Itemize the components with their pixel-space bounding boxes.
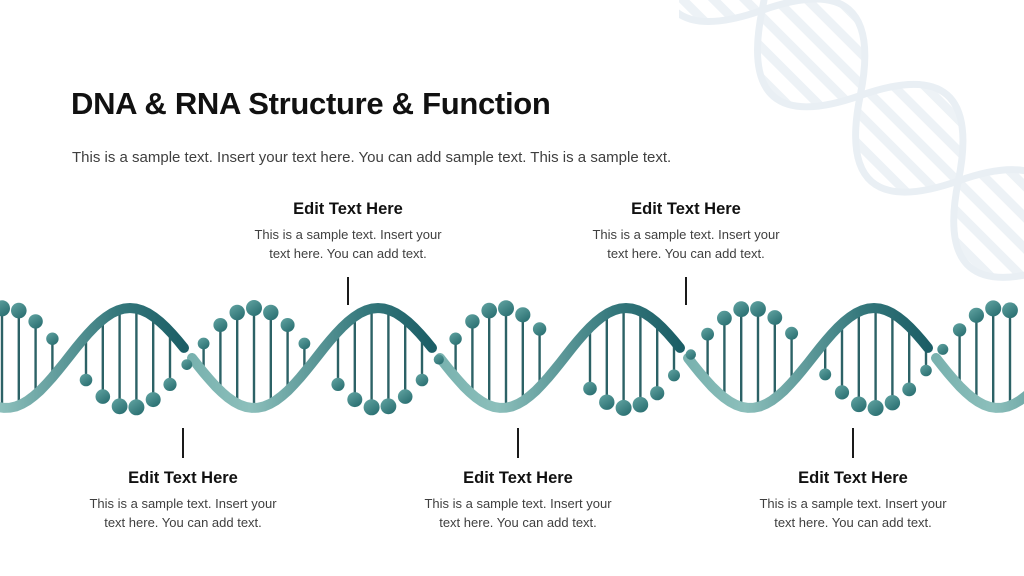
- nucleotide-dot: [415, 373, 429, 387]
- callout-body: This is a sample text. Insert your text …: [728, 494, 978, 532]
- nucleotide-dot: [851, 396, 867, 413]
- nucleotide-dot: [10, 302, 27, 319]
- nucleotide-dot: [263, 304, 279, 321]
- nucleotide-dot: [433, 354, 444, 365]
- nucleotide-dot: [481, 302, 498, 319]
- watermark-helix-segment: [852, 80, 967, 196]
- nucleotide-dot: [79, 373, 93, 387]
- callout-body-line: This is a sample text. Insert your: [254, 227, 442, 242]
- nucleotide-dot: [331, 377, 345, 391]
- callout-body-line: text here. You can add text.: [607, 246, 765, 261]
- nucleotide-dot: [599, 394, 615, 410]
- callout-body-line: text here. You can add text.: [439, 515, 597, 530]
- nucleotide-dot: [181, 359, 193, 370]
- callout-bottom-1: Edit Text Here This is a sample text. In…: [58, 428, 308, 532]
- nucleotide-dots: [0, 300, 1018, 416]
- callout-connector-line: [852, 428, 854, 458]
- dna-strand-segment: [0, 302, 189, 413]
- callout-top-1: Edit Text Here This is a sample text. In…: [223, 200, 473, 305]
- nucleotide-dot: [128, 399, 145, 416]
- nucleotide-dot: [298, 337, 311, 350]
- dna-strand-segment: [187, 302, 437, 413]
- nucleotide-dot: [347, 392, 363, 408]
- nucleotide-dot: [1002, 302, 1018, 319]
- callout-body-line: This is a sample text. Insert your: [89, 496, 277, 511]
- nucleotide-dot: [701, 327, 714, 341]
- nucleotide-dot: [937, 343, 949, 355]
- callout-bottom-3: Edit Text Here This is a sample text. In…: [728, 428, 978, 532]
- nucleotide-dot: [650, 386, 665, 401]
- nucleotide-dot: [920, 364, 932, 377]
- callout-body-line: text here. You can add text.: [269, 246, 427, 261]
- nucleotide-dot: [163, 377, 177, 391]
- callout-connector-line: [182, 428, 184, 458]
- nucleotide-dot: [145, 392, 161, 408]
- dna-strand-segment: [435, 302, 685, 413]
- nucleotide-dot: [213, 318, 228, 332]
- callout-body-line: This is a sample text. Insert your: [592, 227, 780, 242]
- nucleotide-dot: [498, 300, 514, 317]
- nucleotide-dot: [968, 307, 985, 323]
- nucleotide-dot: [668, 369, 680, 382]
- callout-body: This is a sample text. Insert your text …: [223, 225, 473, 263]
- callout-title: Edit Text Here: [798, 469, 908, 487]
- callout-connector-line: [517, 428, 519, 458]
- slide-subtitle: This is a sample text. Insert your text …: [72, 149, 672, 166]
- callout-title: Edit Text Here: [463, 469, 573, 487]
- callout-title: Edit Text Here: [293, 200, 403, 218]
- nucleotide-dot: [532, 322, 547, 336]
- nucleotide-dot: [902, 382, 917, 397]
- nucleotide-dot: [834, 385, 850, 400]
- nucleotide-dot: [0, 300, 10, 317]
- callout-body-line: text here. You can add text.: [774, 515, 932, 530]
- nucleotide-dot: [111, 398, 128, 415]
- dna-strand-segment: [683, 302, 933, 413]
- nucleotide-dot: [685, 349, 696, 360]
- nucleotide-dot: [229, 304, 245, 321]
- callout-title: Edit Text Here: [128, 469, 238, 487]
- dna-strand-segment: [931, 353, 1024, 413]
- callout-body: This is a sample text. Insert your text …: [58, 494, 308, 532]
- callout-body: This is a sample text. Insert your text …: [561, 225, 811, 263]
- nucleotide-dot: [28, 314, 43, 329]
- callout-body-line: This is a sample text. Insert your: [759, 496, 947, 511]
- callout-body: This is a sample text. Insert your text …: [393, 494, 643, 532]
- nucleotide-dot: [46, 332, 59, 345]
- callout-title: Edit Text Here: [631, 200, 741, 218]
- base-pair-sticks: [0, 308, 1012, 408]
- slide-title: DNA & RNA Structure & Function: [71, 86, 551, 121]
- nucleotide-dot: [465, 314, 480, 329]
- nucleotide-dot: [632, 396, 649, 413]
- nucleotide-dot: [615, 399, 632, 416]
- nucleotide-dot: [515, 307, 531, 323]
- callout-connector-line: [347, 277, 349, 305]
- nucleotide-dot: [397, 389, 413, 404]
- nucleotide-dot: [363, 399, 380, 416]
- nucleotide-dot: [952, 323, 967, 337]
- nucleotide-dot: [583, 381, 597, 396]
- callout-connector-line: [685, 277, 687, 305]
- nucleotide-dot: [867, 400, 884, 416]
- nucleotide-dot: [819, 368, 832, 381]
- watermark-helix-segment: [679, 0, 771, 25]
- callout-body-line: text here. You can add text.: [104, 515, 262, 530]
- nucleotide-dot: [380, 398, 397, 415]
- dna-strand-wave: [0, 302, 1024, 413]
- callout-bottom-2: Edit Text Here This is a sample text. In…: [393, 428, 643, 532]
- nucleotide-dot: [449, 332, 462, 345]
- nucleotide-dot: [985, 300, 1002, 317]
- watermark-helix-segment: [754, 0, 869, 111]
- callout-top-2: Edit Text Here This is a sample text. In…: [561, 200, 811, 305]
- nucleotide-dot: [717, 310, 732, 326]
- nucleotide-dot: [280, 318, 295, 332]
- nucleotide-dot: [767, 310, 783, 325]
- nucleotide-dot: [95, 389, 111, 404]
- nucleotide-dot: [197, 337, 210, 350]
- nucleotide-dot: [785, 326, 799, 340]
- watermark-helix-segment: [950, 166, 1024, 281]
- callout-body-line: This is a sample text. Insert your: [424, 496, 612, 511]
- nucleotide-dot: [884, 395, 901, 411]
